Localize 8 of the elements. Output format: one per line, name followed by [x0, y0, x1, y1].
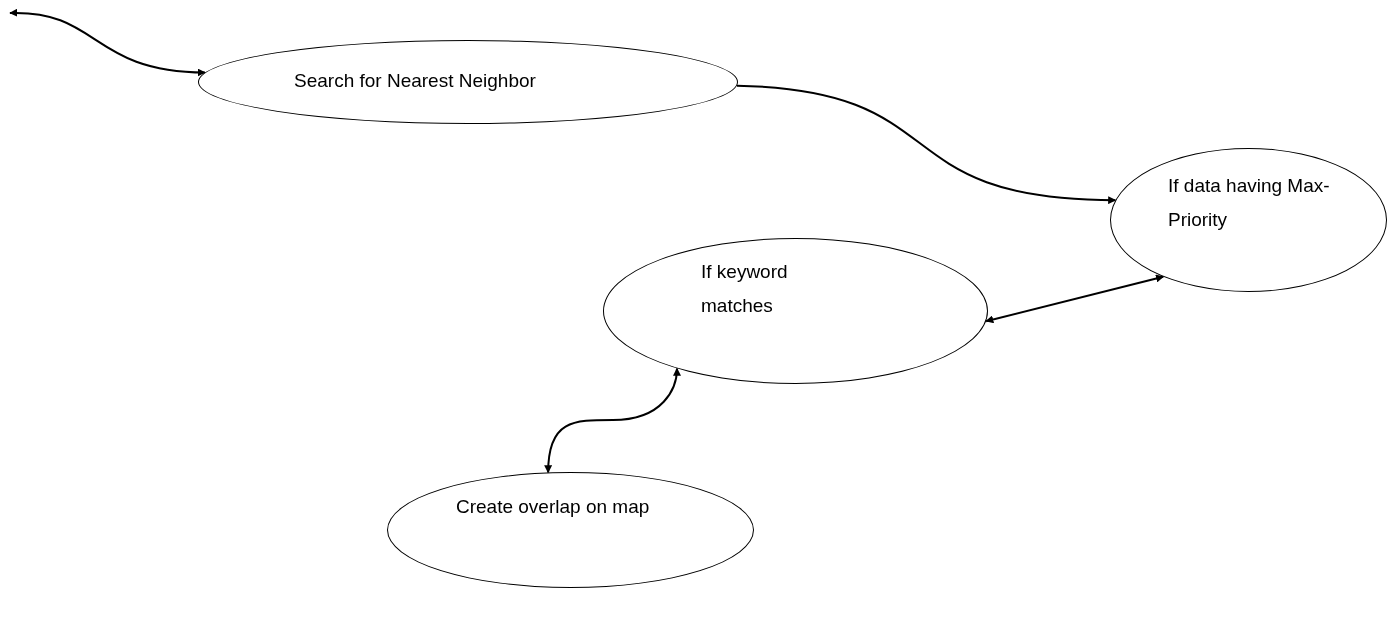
- arrow: [735, 84, 1117, 204]
- arrow: [9, 9, 206, 77]
- node-label: Create overlap on map: [456, 495, 651, 519]
- node-label: Search for Nearest Neighbor: [294, 69, 537, 93]
- arrow: [544, 367, 681, 474]
- node-label: If keyword matches: [701, 260, 789, 318]
- arrow: [985, 274, 1165, 324]
- node-label: If data having Max- Priority: [1168, 174, 1331, 232]
